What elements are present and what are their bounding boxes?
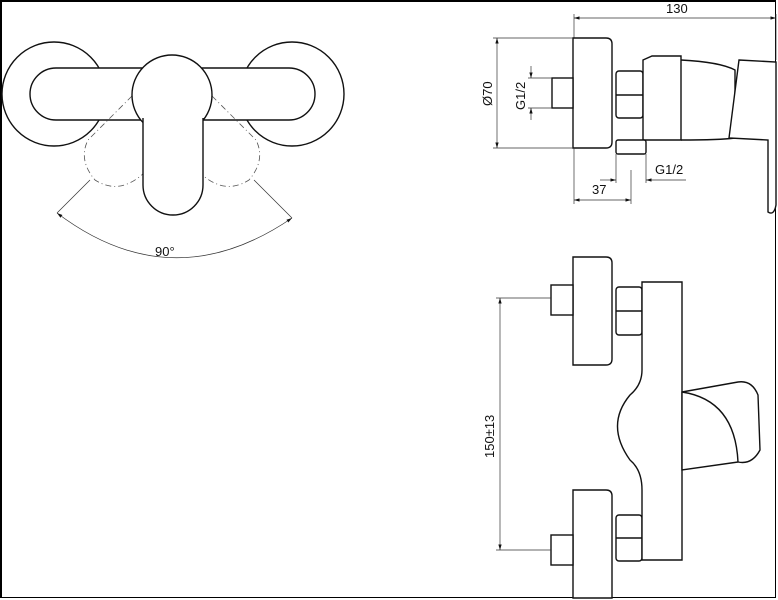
inlet-stub — [551, 77, 574, 109]
valve-body-front — [616, 281, 683, 561]
front-view: 150±13 — [482, 256, 761, 599]
outlet-connector — [615, 139, 647, 155]
outlet-thread-label: G1/2 — [655, 162, 683, 177]
valve-body-side — [642, 55, 682, 141]
lever-side — [728, 59, 777, 214]
top-view: 90° — [1, 41, 345, 259]
lever-handle — [142, 118, 204, 216]
inlet-thread-label: G1/2 — [513, 82, 528, 110]
side-view: 130 Ø70 G1/2 G1/2 37 — [480, 1, 777, 214]
inlet-spacing-label: 150±13 — [482, 415, 497, 458]
angle-label: 90° — [155, 244, 175, 259]
lower-inlet-stub — [550, 534, 574, 566]
upper-inlet-stub — [550, 284, 574, 316]
lower-rosette — [572, 489, 613, 599]
rosette-diameter-label: Ø70 — [480, 81, 495, 106]
angle-arc — [56, 212, 293, 259]
lever-front — [681, 381, 761, 471]
lever-right-position — [198, 95, 261, 187]
rosette-side — [572, 37, 613, 149]
upper-rosette — [572, 256, 613, 366]
lever-left-position — [83, 95, 146, 187]
outlet-offset-label: 37 — [592, 182, 606, 197]
overall-length-label: 130 — [666, 1, 688, 16]
